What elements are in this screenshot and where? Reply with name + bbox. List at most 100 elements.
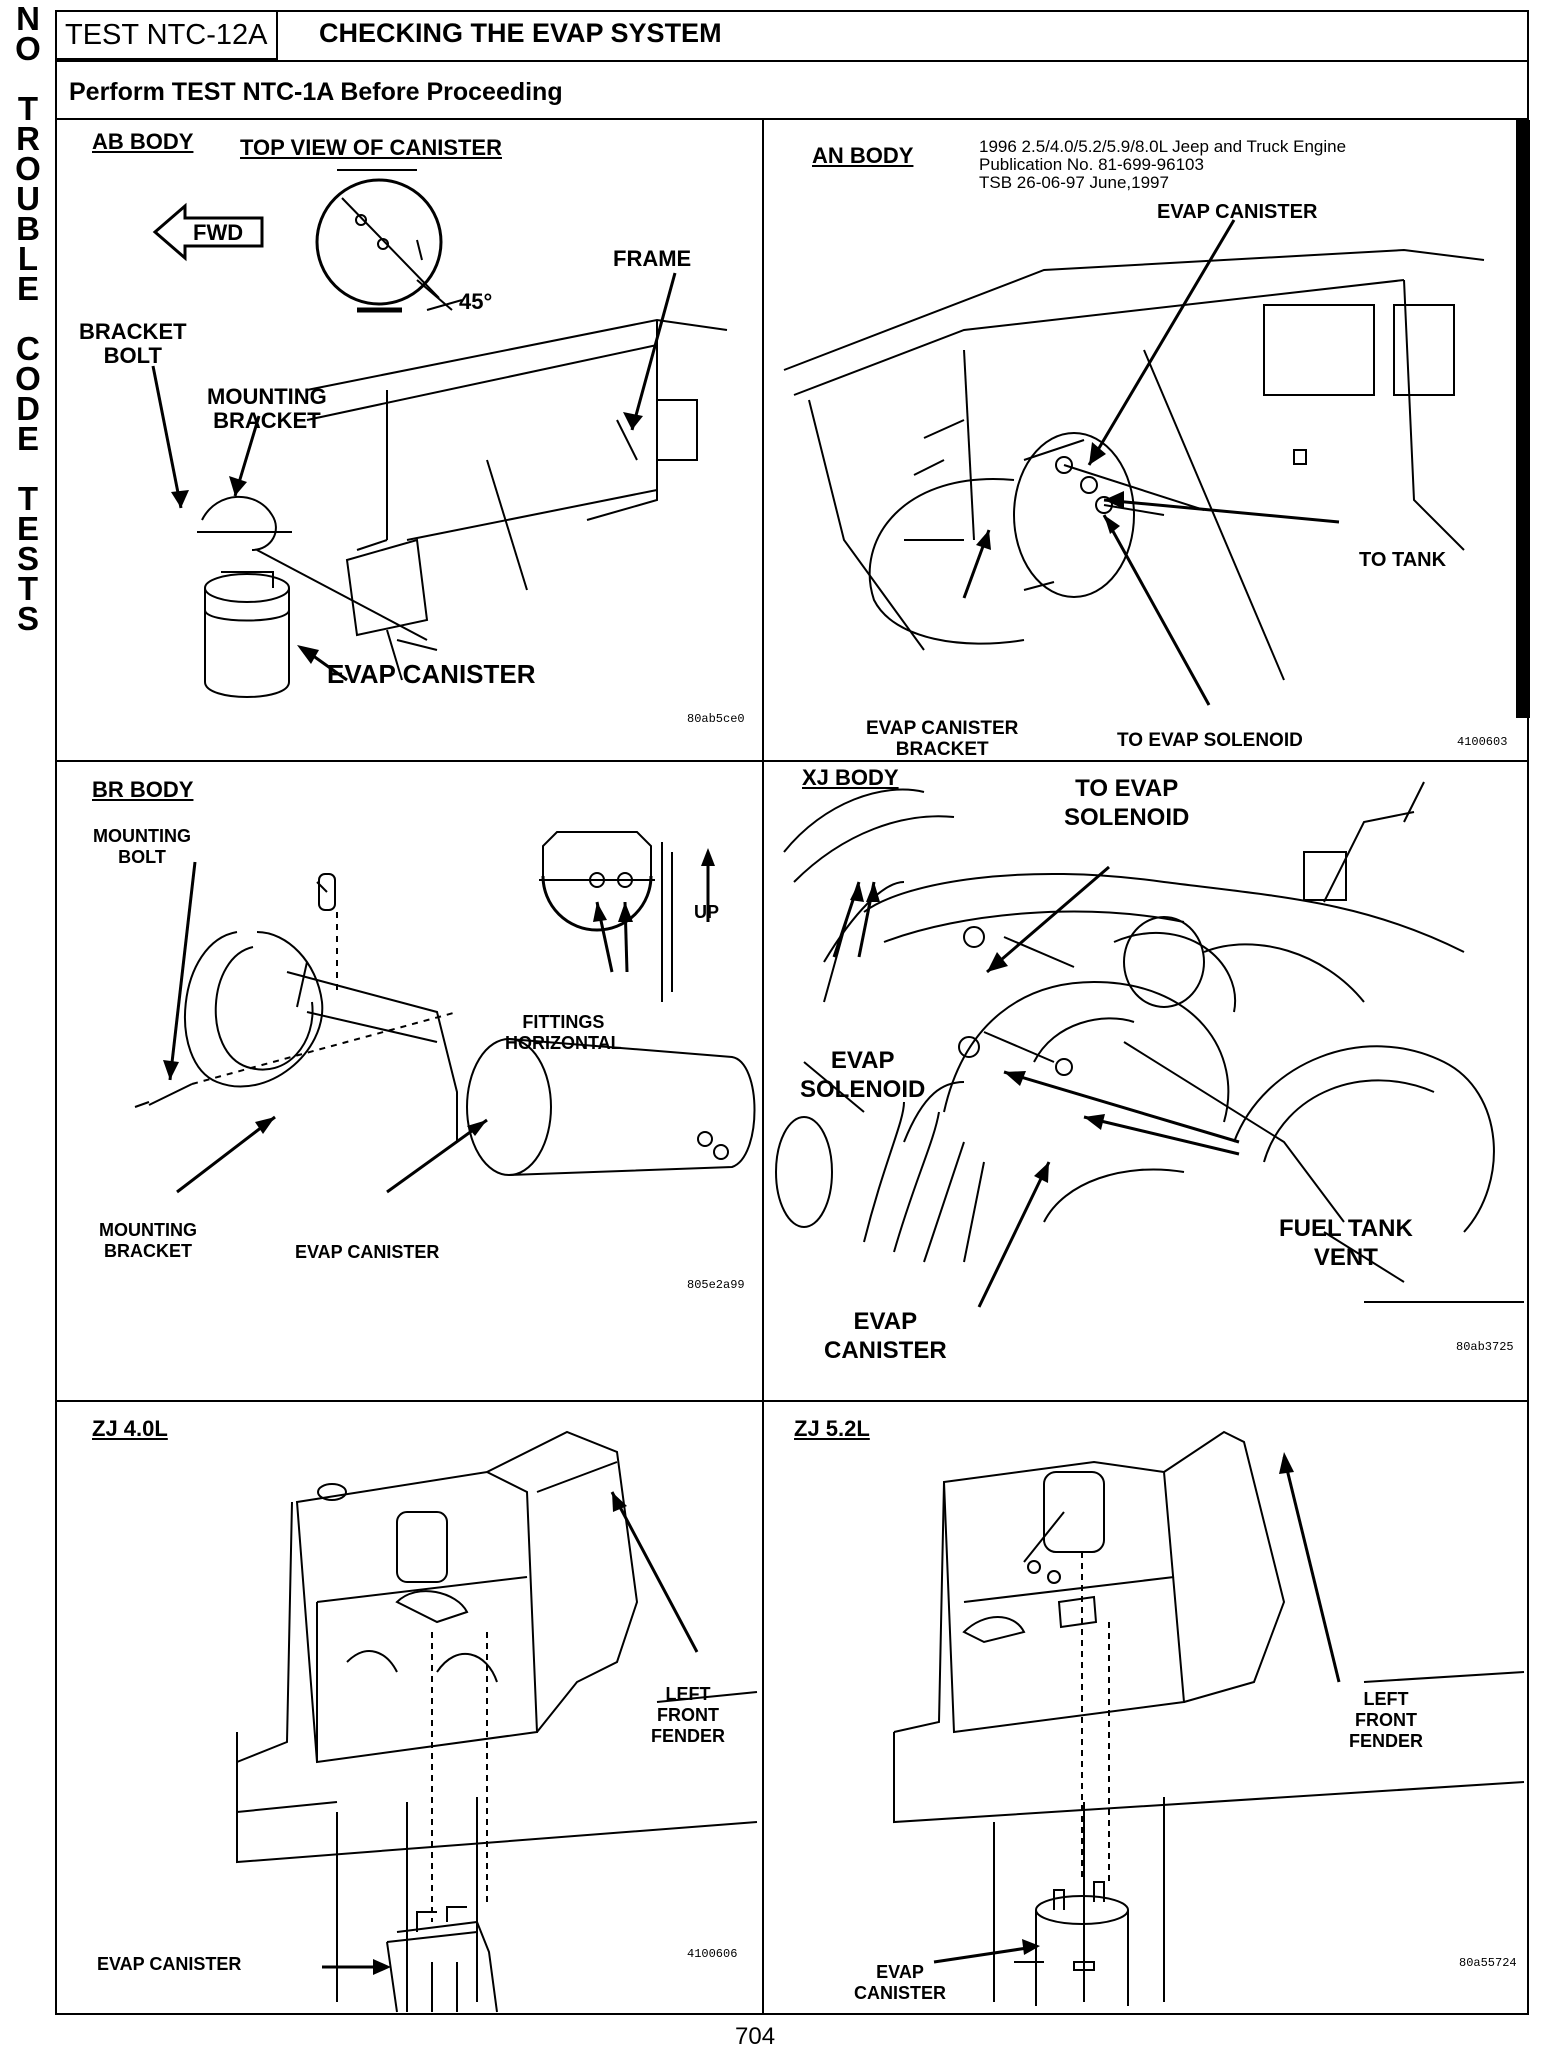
grid-line <box>57 1400 1527 1402</box>
label-line: MOUNTING <box>207 384 327 409</box>
label-line: BOLT <box>103 343 162 368</box>
label-line: FITTINGS <box>522 1012 605 1032</box>
side-letter: R <box>16 120 40 157</box>
label-line: CANISTER <box>824 1337 947 1364</box>
label-line: SOLENOID <box>1064 804 1190 831</box>
panel-zj-40: ZJ 4.0L LEFT FRONT FENDER EVAP CANISTER … <box>57 1402 762 2015</box>
side-letter: T <box>17 570 39 607</box>
xj-to-solenoid-label: TO EVAP SOLENOID <box>1064 774 1189 832</box>
ab-view-label: TOP VIEW OF CANISTER <box>240 135 502 160</box>
br-mounting-bracket-label: MOUNTING BRACKET <box>99 1220 197 1262</box>
label-line: FRONT <box>657 1705 719 1725</box>
zj40-fender-label: LEFT FRONT FENDER <box>651 1684 725 1747</box>
br-canister-label: EVAP CANISTER <box>295 1242 440 1262</box>
label-line: EVAP <box>876 1962 924 1982</box>
mounting-bracket-label: MOUNTING BRACKET <box>207 385 327 433</box>
zj40-canister-label: EVAP CANISTER <box>97 1954 242 1974</box>
label-line: LEFT <box>665 1684 711 1704</box>
side-letter: L <box>17 240 39 277</box>
section-tab-bar <box>1516 120 1530 718</box>
br-body-illustration <box>134 831 756 1194</box>
fwd-label: FWD <box>193 220 244 245</box>
prerequisite-note: Perform TEST NTC-1A Before Proceeding <box>69 78 563 106</box>
label-line: CANISTER <box>854 1983 947 2003</box>
an-body-illustration <box>783 219 1485 706</box>
side-letter: T <box>17 90 39 127</box>
side-section-title: N O T R O U B L E C O D E T E S T S <box>6 0 50 637</box>
test-id: TEST NTC-12A <box>57 12 278 60</box>
ab-canister-label: EVAP CANISTER <box>327 659 536 689</box>
label-line: FRONT <box>1355 1710 1417 1730</box>
an-canister-label: EVAP CANISTER <box>1157 201 1318 223</box>
xj-body-title: XJ BODY <box>802 765 899 790</box>
note-line: TSB 26-06-97 June,1997 <box>979 173 1169 192</box>
figure-ref: 80ab3725 <box>1456 1340 1514 1354</box>
zj52-fender-label: LEFT FRONT FENDER <box>1349 1689 1423 1752</box>
panel-xj-body: XJ BODY TO EVAP SOLENOID EVAP SOLENOID F… <box>764 762 1529 1400</box>
label-line: FENDER <box>1349 1731 1424 1751</box>
test-title: CHECKING THE EVAP SYSTEM <box>319 18 722 48</box>
xj-body-illustration <box>775 781 1524 1308</box>
label-line: EVAP <box>853 1308 918 1335</box>
label-line: EVAP CANISTER <box>866 718 1019 739</box>
side-letter: S <box>16 600 39 637</box>
side-letter: O <box>15 360 41 397</box>
frame-label: FRAME <box>613 246 692 271</box>
label-line: MOUNTING <box>99 1220 197 1240</box>
label-line: SOLENOID <box>800 1076 926 1103</box>
fittings-horizontal-label: FITTINGS HORIZONTAL <box>505 1012 622 1054</box>
diagram-sheet: TEST NTC-12A CHECKING THE EVAP SYSTEM Pe… <box>55 10 1529 2015</box>
grid-line <box>57 118 1527 120</box>
figure-ref: 4100603 <box>1457 735 1508 749</box>
label-line: BOLT <box>118 847 166 867</box>
label-line: FUEL TANK <box>1279 1215 1413 1242</box>
label-line: FENDER <box>651 1726 726 1746</box>
title-divider <box>57 60 1527 62</box>
label-line: BRACKET <box>79 319 187 344</box>
page-number: 704 <box>735 2023 776 2050</box>
side-letter: E <box>16 270 39 307</box>
label-line: BRACKET <box>895 739 989 760</box>
side-letter: B <box>16 210 40 247</box>
figure-ref: 80a55724 <box>1459 1956 1517 1970</box>
side-letter: E <box>16 420 39 457</box>
panel-ab-body: AB BODY TOP VIEW OF CANISTER FWD 45° FRA… <box>57 120 762 760</box>
side-letter: N <box>16 0 40 37</box>
label-line: BRACKET <box>213 408 321 433</box>
to-solenoid-label: TO EVAP SOLENOID <box>1117 730 1303 751</box>
side-letter: T <box>17 480 39 517</box>
ab-body-title: AB BODY <box>92 129 194 154</box>
canister-bracket-label: EVAP CANISTER BRACKET <box>866 718 1018 760</box>
an-body-title: AN BODY <box>812 143 914 168</box>
zj52-canister-label: EVAP CANISTER <box>854 1962 946 2004</box>
panel-br-body: BR BODY MOUNTING BOLT UP FITTINGS HORIZO… <box>57 762 762 1400</box>
note-line: 1996 2.5/4.0/5.2/5.9/8.0L Jeep and Truck… <box>979 137 1347 156</box>
angle-label: 45° <box>459 289 493 314</box>
panel-an-body: AN BODY 1996 2.5/4.0/5.2/5.9/8.0L Jeep a… <box>764 120 1529 760</box>
to-tank-label: TO TANK <box>1359 549 1447 571</box>
br-body-title: BR BODY <box>92 777 194 802</box>
side-letter: S <box>16 540 39 577</box>
up-label: UP <box>694 902 720 922</box>
label-line: BRACKET <box>104 1241 192 1261</box>
zj40-title: ZJ 4.0L <box>92 1416 168 1441</box>
zj-40-illustration <box>236 1430 758 2013</box>
bracket-bolt-label: BRACKET BOLT <box>79 320 187 368</box>
xj-solenoid-label: EVAP SOLENOID <box>800 1046 925 1104</box>
grid-line <box>762 118 764 2015</box>
side-letter: U <box>16 180 40 217</box>
label-line: HORIZONTAL <box>505 1033 622 1053</box>
publication-note: 1996 2.5/4.0/5.2/5.9/8.0L Jeep and Truck… <box>979 138 1346 192</box>
xj-canister-label: EVAP CANISTER <box>824 1307 947 1365</box>
label-line: EVAP <box>830 1047 895 1074</box>
side-letter: O <box>15 30 41 67</box>
panel-zj-52: ZJ 5.2L LEFT FRONT FENDER EVAP CANISTER … <box>764 1402 1529 2015</box>
grid-line <box>57 760 1527 762</box>
note-line: Publication No. 81-699-96103 <box>979 155 1204 174</box>
side-letter: C <box>16 330 40 367</box>
side-letter: E <box>16 510 39 547</box>
side-letter: D <box>16 390 40 427</box>
label-line: LEFT <box>1363 1689 1409 1709</box>
figure-ref: 4100606 <box>687 1947 738 1961</box>
label-line: TO EVAP <box>1075 775 1179 802</box>
